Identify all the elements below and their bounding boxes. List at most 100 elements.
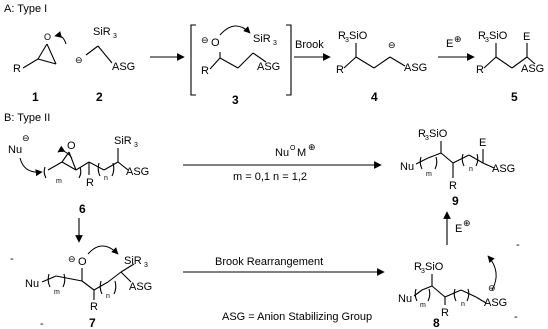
- svg-text:R: R: [418, 128, 426, 140]
- nucleophile-o: O: [290, 145, 296, 152]
- svg-text:⊖: ⊖: [488, 283, 496, 293]
- svg-text:R: R: [449, 180, 457, 192]
- compound-5-label: 5: [511, 90, 518, 104]
- nucleophile-plus: ⊕: [308, 142, 316, 152]
- compound-9-product: R 3 SiO Nu m R n E ASG: [400, 128, 515, 192]
- svg-text:O: O: [67, 140, 76, 152]
- svg-text:3: 3: [485, 37, 489, 44]
- compound-3-alkoxide: ⊖ O R SiR 3 ASG: [201, 25, 280, 77]
- svg-text:Nu: Nu: [398, 293, 412, 305]
- svg-text:ASG: ASG: [404, 62, 427, 74]
- compound-7-label: 7: [89, 316, 96, 329]
- svg-text:m: m: [54, 289, 60, 296]
- type-2-header: B: Type II: [4, 112, 50, 124]
- svg-text:⊖: ⊖: [68, 254, 76, 264]
- compound-2-silyl-anion: ⊖ SiR 3 ASG: [75, 26, 135, 73]
- svg-text:m: m: [420, 302, 426, 309]
- svg-text:ASG: ASG: [112, 61, 135, 73]
- compound-6-label: 6: [79, 202, 86, 216]
- svg-text:ASG: ASG: [484, 297, 507, 309]
- electrophile-plus: ⊕: [454, 34, 462, 44]
- svg-text:ASG: ASG: [126, 166, 149, 178]
- svg-text:E: E: [479, 137, 486, 149]
- electrophile-2-plus: ⊕: [463, 218, 471, 228]
- conditions-text: m = 0,1 n = 1,2: [233, 171, 307, 183]
- svg-text:n: n: [461, 301, 465, 308]
- svg-text:R: R: [476, 64, 484, 76]
- svg-text:3: 3: [144, 262, 148, 269]
- svg-text:SiO: SiO: [489, 30, 508, 42]
- svg-text:O: O: [211, 37, 220, 49]
- svg-text:ASG: ASG: [492, 163, 515, 175]
- svg-text:R: R: [478, 30, 486, 42]
- electrophile-2-label: E: [455, 223, 462, 235]
- svg-text:ASG: ASG: [257, 61, 280, 73]
- svg-text:E: E: [523, 31, 530, 43]
- curved-arrow-8: [487, 255, 497, 291]
- type-1-header: A: Type I: [4, 3, 47, 15]
- svg-text:O: O: [44, 32, 51, 42]
- compound-8-label: 8: [433, 316, 440, 329]
- svg-text:m: m: [426, 171, 432, 178]
- compound-5-product: R 3 SiO R E ASG: [476, 30, 544, 76]
- svg-text:SiR: SiR: [253, 33, 271, 45]
- brook-rearrangement-label: Brook Rearrangement: [215, 256, 323, 268]
- svg-text:3: 3: [425, 135, 429, 142]
- compound-8-carbanion: R 3 SiO Nu m R n ⊖ ASG: [398, 261, 507, 319]
- svg-text:3: 3: [345, 37, 349, 44]
- svg-text:SiR: SiR: [93, 26, 111, 38]
- svg-text:R: R: [90, 301, 98, 313]
- svg-text:3: 3: [421, 268, 425, 275]
- compound-6-epoxide: Nu ⊖ O m R n SiR 3 ASG: [8, 133, 149, 189]
- svg-text:SiR: SiR: [114, 135, 132, 147]
- stray-mark: -: [516, 239, 520, 251]
- brook-label: Brook: [295, 39, 324, 51]
- stray-mark: -: [514, 311, 518, 323]
- svg-text:n: n: [104, 175, 108, 182]
- stray-mark: -: [40, 318, 44, 329]
- electrophile-label: E: [446, 38, 453, 50]
- nucleophile-m: M: [297, 147, 306, 159]
- svg-text:n: n: [106, 293, 110, 300]
- svg-text:R: R: [86, 177, 94, 189]
- svg-text:SiO: SiO: [429, 128, 448, 140]
- compound-3-label: 3: [232, 93, 239, 107]
- svg-text:ASG: ASG: [129, 281, 152, 293]
- bracket-left: [190, 24, 196, 96]
- compound-9-label: 9: [452, 194, 459, 208]
- svg-text:ASG: ASG: [521, 63, 544, 75]
- svg-text:R: R: [441, 307, 449, 319]
- compound-2-label: 2: [96, 90, 103, 104]
- svg-text:⊖: ⊖: [75, 55, 83, 65]
- svg-text:Nu: Nu: [400, 161, 414, 173]
- svg-text:R: R: [201, 65, 209, 77]
- svg-text:R: R: [338, 30, 346, 42]
- footnote: ASG = Anion Stabilizing Group: [222, 311, 372, 323]
- compound-1-label: 1: [32, 90, 39, 104]
- svg-text:m: m: [56, 178, 62, 185]
- svg-text:3: 3: [113, 33, 117, 40]
- compound-4-carbanion: R 3 SiO R ⊖ ASG: [336, 30, 427, 76]
- svg-text:⊖: ⊖: [22, 133, 30, 143]
- svg-text:Nu: Nu: [8, 144, 22, 156]
- svg-text:R: R: [336, 64, 344, 76]
- bracket-right: [286, 24, 292, 96]
- svg-text:Nu: Nu: [25, 278, 39, 290]
- nucleophile-nu: Nu: [275, 147, 289, 159]
- compound-1-epoxide: R O: [13, 31, 67, 75]
- svg-text:SiR: SiR: [124, 255, 142, 267]
- svg-text:SiO: SiO: [425, 261, 444, 273]
- compound-7-alkoxide: ⊖ O Nu m R n SiR 3 ASG: [25, 245, 152, 313]
- svg-text:R: R: [13, 63, 21, 75]
- svg-text:3: 3: [134, 142, 138, 149]
- svg-text:⊖: ⊖: [388, 40, 396, 50]
- svg-text:⊖: ⊖: [201, 35, 209, 45]
- compound-4-label: 4: [371, 90, 378, 104]
- svg-text:n: n: [469, 166, 473, 173]
- svg-text:3: 3: [273, 40, 277, 47]
- stray-mark: -: [10, 253, 14, 265]
- svg-text:R: R: [414, 261, 422, 273]
- svg-text:O: O: [78, 256, 87, 268]
- svg-text:SiO: SiO: [349, 30, 368, 42]
